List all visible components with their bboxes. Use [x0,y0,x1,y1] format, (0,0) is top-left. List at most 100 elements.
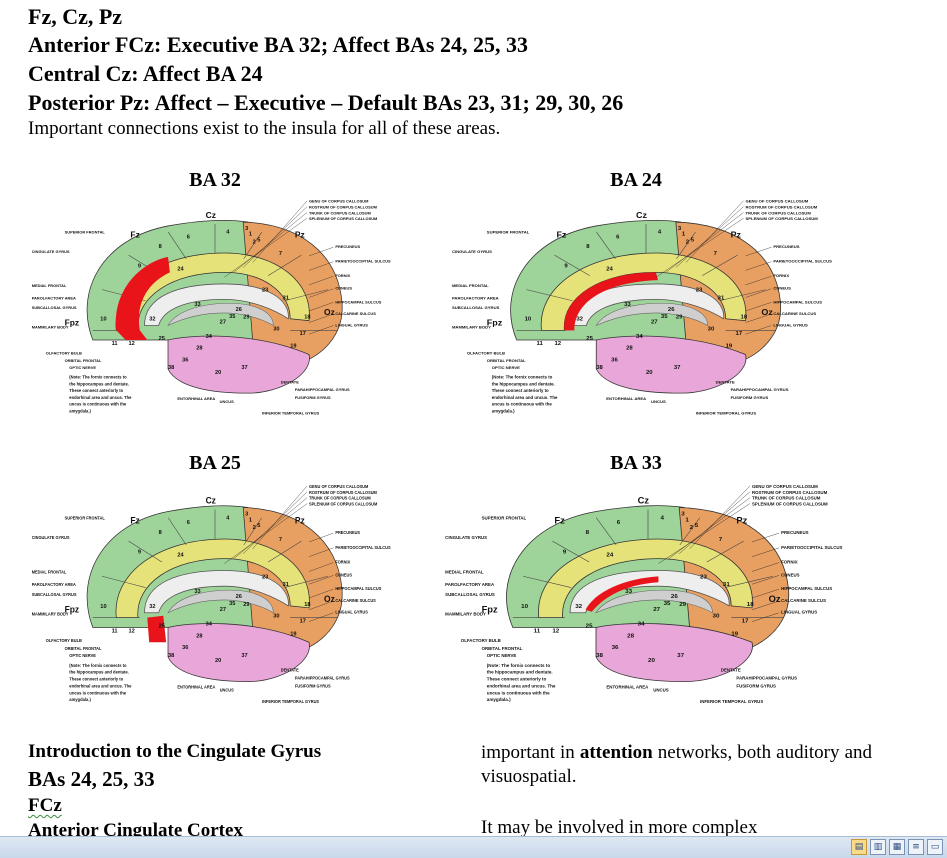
leader-line [658,503,751,564]
area-number: 25 [586,336,593,342]
area-number: 31 [718,295,725,301]
area-number: 24 [177,266,184,272]
electrode-label: Cz [206,495,217,505]
area-number: 19 [290,631,296,637]
area-number: 1 [682,232,686,238]
area-number: 29 [679,602,687,608]
leader-line [308,547,334,557]
structure-label: CINGULATE GYRUS [452,249,492,254]
fornix-note: amygdala.) [69,408,91,413]
heading-line-2: Anterior FCz: Executive BA 32; Affect BA… [28,32,528,57]
structure-label: PRECUNEUS [335,244,360,249]
ventricle [167,302,274,327]
fornix-note: These connect anteriorly to [487,677,547,682]
gyrus-line [243,231,262,260]
structure-label: CINGULATE GYRUS [445,535,487,540]
leader-line [655,218,744,278]
structure-label: MAMMILARY BODY [32,324,69,329]
temporal-region [595,623,753,682]
fornix-note: These connect anteriorly to [492,388,549,393]
full-screen-reading-icon[interactable]: ▥ [870,839,886,855]
area-number: 31 [283,582,290,588]
structure-label: UNCUS [220,399,234,404]
corpus-callosum [144,283,289,326]
electrode-label: Fpz [65,605,80,615]
status-bar: ▤ ▥ ▦ ≡ ▭ [0,836,947,858]
fornix-note: (Note: The fornix connects to [69,375,127,380]
leader-line [308,588,334,599]
area-number: 33 [624,302,631,308]
area-number: 6 [187,520,190,526]
fornix-note: the hippocampus and dentate. [487,670,553,675]
electrode-label: Pz [736,515,747,525]
structure-label: ROSTRUM OF CORPUS CALLOSUM [309,204,378,209]
area-number: 4 [226,230,230,236]
area-number: 19 [726,344,733,350]
area-number: 5 [257,237,261,243]
outline-view-icon[interactable]: ≡ [908,839,924,855]
area-number: 20 [648,658,656,664]
fornix-note: uncus is continuous with the [492,402,553,407]
temporal-region [595,335,747,394]
area-number: 36 [182,357,188,363]
gyrus-line [596,517,617,546]
heading-line-1: Fz, Cz, Pz [28,4,123,29]
area-number: 33 [194,302,200,308]
area-number: 4 [226,515,230,521]
area-number: 12 [552,629,560,635]
area-number: 29 [243,315,249,321]
structure-label: PRECUNEUS [773,244,799,249]
ba33-highlight [585,576,659,612]
leader-line [308,325,334,335]
area-number: 18 [741,315,748,321]
fornix-note: uncus is continuous with the [487,690,550,695]
web-layout-icon[interactable]: ▦ [889,839,905,855]
electrode-label: Fpz [65,317,80,327]
fornix-note: the hippocampus and dentate. [492,381,555,386]
area-number: 28 [196,633,203,639]
structure-label: ROSTRUM OF CORPUS CALLOSUM [309,490,377,495]
structure-label: SUPERIOR FRONTAL [65,515,106,520]
ba24-highlight [564,272,658,331]
area-number: 3 [681,512,685,518]
area-number: 19 [290,344,296,350]
structure-label: CUNEUS [781,572,800,577]
gyrus-line [596,231,616,260]
area-number: 38 [168,365,174,371]
structure-label: CALCARINE SULCUS [781,598,826,603]
electrode-label: Pz [295,515,306,525]
area-number: 18 [747,602,755,608]
draft-view-icon[interactable]: ▭ [927,839,943,855]
structure-label: DENTATE [281,668,299,673]
structure-label: FUSIFORM GYRUS [731,395,769,400]
leader-line [233,497,308,559]
structure-label: FUSIFORM GYRUS [295,395,331,400]
structure-label: OLFACTORY BULB [46,350,82,355]
area-number: 37 [674,365,681,371]
fornix-note: amygdala.) [69,697,91,702]
structure-label: ROSTRUM OF CORPUS CALLOSUM [746,205,818,210]
cingulate-intro-heading: Introduction to the Cingulate Gyrus [28,741,322,762]
area-number: 2 [690,525,694,531]
structure-label: GENU OF CORPUS CALLOSUM [309,484,369,489]
electrode-label: Cz [636,210,648,220]
gyrus-line [554,254,590,276]
leader-line [308,288,334,298]
structure-label: OPTIC NERVE [492,365,520,370]
area-number: 11 [537,341,544,347]
electrode-label: Fz [130,515,140,525]
fornix-note: These connect anteriorly to [69,388,123,393]
structure-label: PARAHIPPOCAMPAL GYRUS [295,387,350,392]
structure-label: PAROLFACTORY AREA [445,582,494,587]
leader-line [243,491,308,554]
structure-label: MAMMILARY BODY [445,612,486,617]
area-number: 9 [563,550,567,556]
structure-label: GENU OF CORPUS CALLOSUM [746,199,809,204]
structure-label: GENU OF CORPUS CALLOSUM [309,199,369,204]
structure-label: CUNEUS [335,572,352,577]
corpus-callosum [570,283,725,326]
print-layout-icon[interactable]: ▤ [851,839,867,855]
area-number: 8 [159,530,163,536]
area-number: 9 [138,550,141,556]
structure-label: PAROLFACTORY AREA [452,295,499,300]
